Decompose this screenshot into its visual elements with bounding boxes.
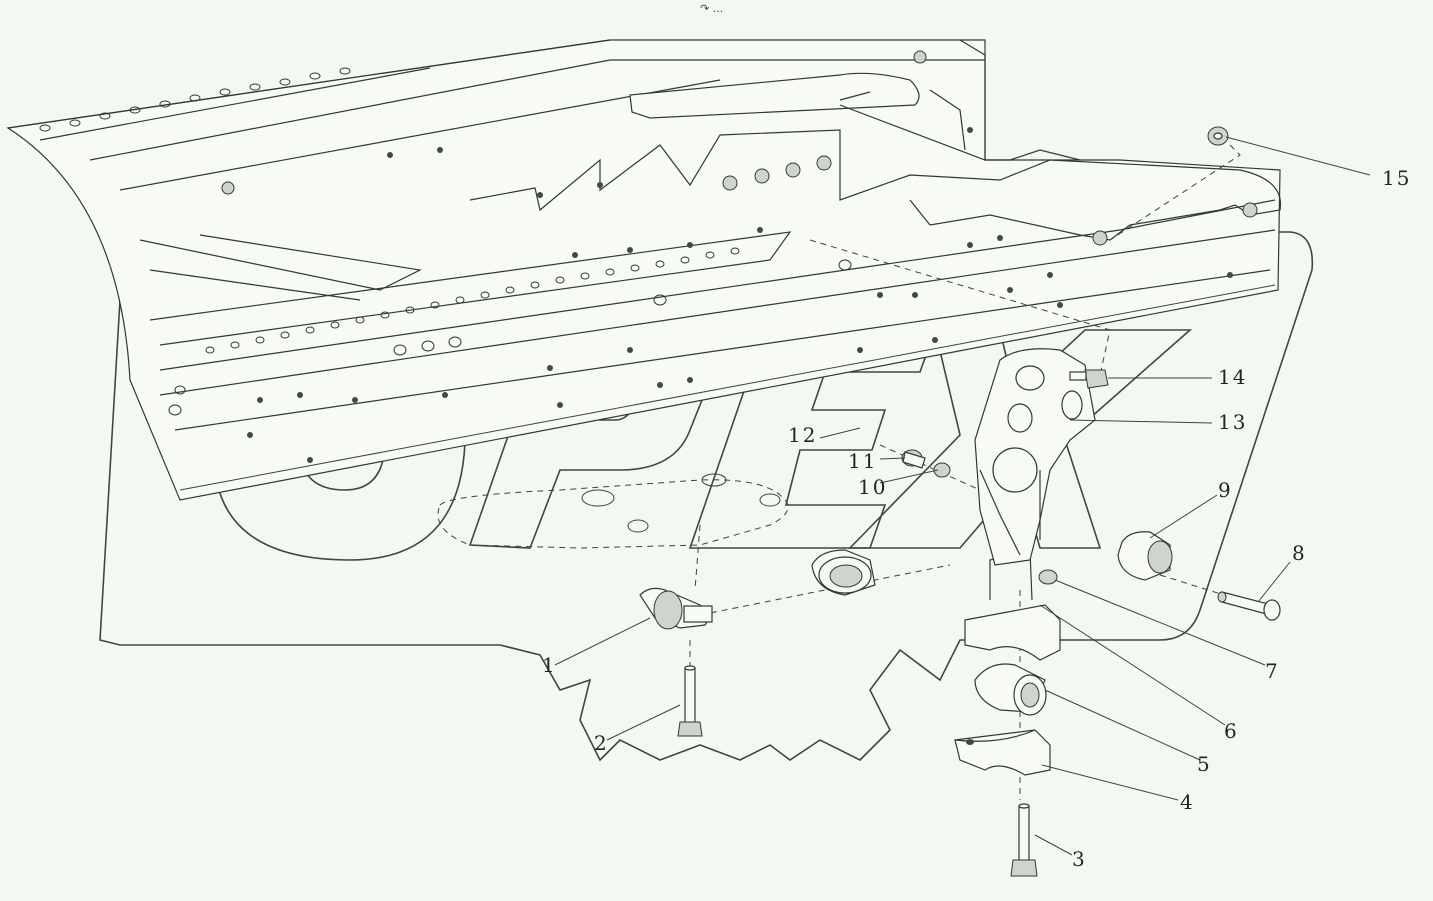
part-10-washer [933,462,951,478]
part-14-bolt [1069,369,1109,389]
callout-12: 12 [788,423,817,447]
callouts: 1 2 3 4 5 6 7 8 9 10 11 12 13 14 15 [542,166,1411,871]
callout-13: 13 [1218,410,1247,434]
callout-8: 8 [1292,541,1307,565]
part-2-bolt [677,665,703,737]
part-8-pin [1217,591,1281,621]
callout-11: 11 [848,449,877,473]
part-6-upper-clamp [964,549,1061,661]
header-glyph: ↷ ... [700,2,724,15]
part-11-spacer [901,449,926,469]
rail-small-holes [247,127,1233,463]
frame-rail [6,39,1282,501]
callout-2: 2 [594,731,609,755]
leader-lines [554,136,1371,856]
callout-3: 3 [1072,847,1087,871]
part-3-bolt [1010,803,1038,877]
callout-4: 4 [1180,790,1195,814]
callout-14: 14 [1218,365,1247,389]
callout-1: 1 [542,653,557,677]
part-4-lower-clamp [954,729,1051,776]
callout-10: 10 [858,475,887,499]
callout-9: 9 [1218,478,1233,502]
part-13-bracket [974,348,1096,566]
ghost-mount-plate [437,473,789,549]
frame-bolts [221,50,1258,246]
part-1-bushing [639,587,713,630]
callout-7: 7 [1265,659,1280,683]
part-9-bushing [1117,531,1173,581]
part-12-sleeve [811,549,876,596]
part-15-nut [1207,126,1229,146]
callout-15: 15 [1382,166,1411,190]
rail-holes [39,67,1085,416]
callout-5: 5 [1197,752,1212,776]
callout-6: 6 [1224,719,1239,743]
part-7-nut [1038,569,1058,585]
part-5-sleeve [974,663,1047,716]
